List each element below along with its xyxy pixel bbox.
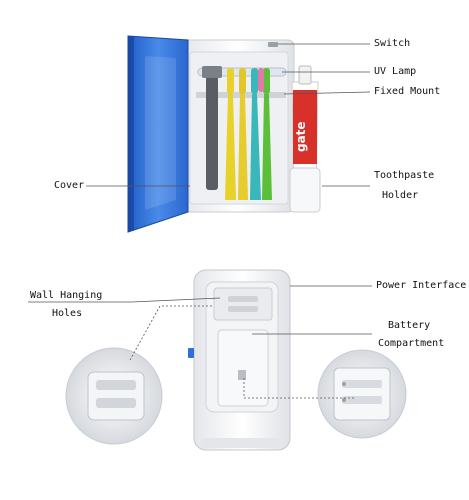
power-interface <box>188 348 194 358</box>
sterilizer-back-view <box>188 269 291 451</box>
sterilizer-open-view: gate <box>127 35 321 233</box>
label-toothpaste-holder-1: Toothpaste <box>374 170 435 181</box>
toothbrush-teal <box>250 68 261 200</box>
toothbrush-yellow-2 <box>238 68 248 200</box>
label-uv-lamp: UV Lamp <box>374 66 417 77</box>
label-wall-hanging-1: Wall Hanging <box>30 290 103 301</box>
wall-hanging-holes <box>213 287 273 321</box>
label-switch: Switch <box>374 38 411 49</box>
leader-lines-bottom <box>28 285 372 399</box>
battery-compartment <box>217 329 269 407</box>
label-battery-1: Battery <box>388 320 431 331</box>
toothbrush-yellow <box>225 68 236 200</box>
label-fixed-mount: Fixed Mount <box>374 86 441 97</box>
razor <box>206 70 218 190</box>
toothpaste-brand: gate <box>294 121 308 152</box>
toothbrush-pink <box>258 68 264 92</box>
label-battery-2: Compartment <box>378 338 445 349</box>
label-cover: Cover <box>54 180 85 191</box>
switch-button <box>268 42 278 47</box>
leader-lines-top <box>86 43 371 187</box>
label-toothpaste-holder-2: Holder <box>382 190 419 201</box>
battery-latch <box>238 370 246 380</box>
battery-detail-circle <box>317 349 407 439</box>
toothpaste-tube: gate <box>291 65 319 187</box>
toothbrush-green <box>262 68 272 200</box>
label-power-interface: Power Interface <box>376 280 467 291</box>
label-wall-hanging-2: Holes <box>52 308 83 319</box>
toothpaste-holder <box>289 167 321 213</box>
wall-hanging-detail-circle <box>65 347 163 445</box>
